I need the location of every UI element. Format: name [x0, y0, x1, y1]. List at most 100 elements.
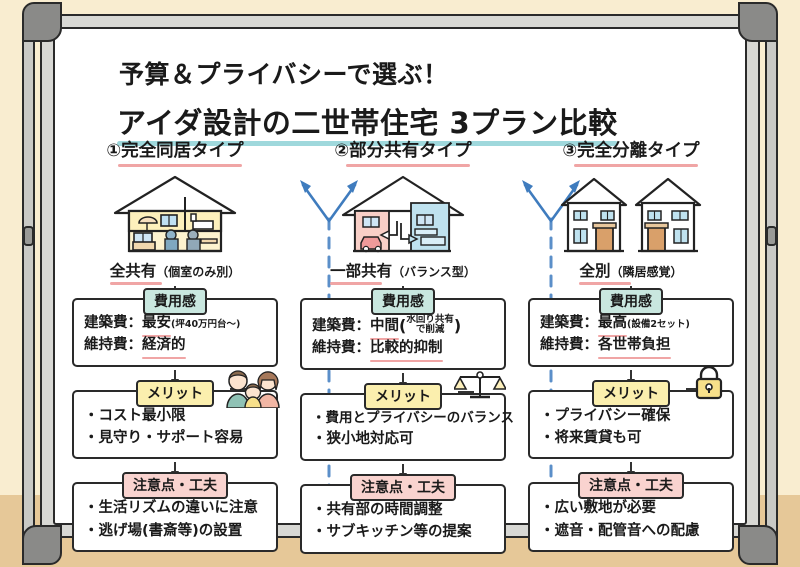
plan-2-merit-item-2: ・狭小地対応可 — [312, 431, 414, 448]
plan-1-heading: ①完全同居タイプ — [106, 137, 244, 167]
plan-1-cost-value-1: 最安 — [142, 313, 171, 337]
frame-corner-top-right — [738, 2, 778, 42]
whiteboard-leg-right — [765, 24, 778, 544]
plan-1-sub-underline — [109, 282, 162, 285]
plan-2-sub-underline — [330, 282, 383, 285]
column-divider-1 — [299, 179, 359, 511]
plan-3-cost-key-1: 建築費： — [540, 315, 598, 331]
plan-2-cost-row-2: 維持費：比較的抑制 — [312, 338, 496, 362]
plan-3-cost-row-2: 維持費：各世帯負担 — [540, 335, 724, 359]
plan-1-cost-value-2: 経済的 — [142, 335, 186, 359]
plan-1-heading-text: 完全同居タイプ — [121, 141, 244, 161]
plan-2-caution-box: 注意点・工夫 ・共有部の時間調整 ・サブキッチン等の提案 — [300, 473, 506, 554]
plan-3-cost-box: 費用感 建築費：最高(設備2セット) 維持費：各世帯負担 — [528, 288, 734, 367]
plan-1-heading-underline — [118, 164, 242, 167]
plan-3-cost-value-1: 最高 — [598, 313, 627, 337]
plan-3-cost-note-1: (設備2セット) — [627, 319, 690, 330]
plan-2-caution-badge: 注意点・工夫 — [350, 473, 456, 501]
plan-1-merit-item-1: ・コスト最小限 — [84, 407, 186, 424]
plan-3-caution-box: 注意点・工夫 ・広い敷地が必要 ・遮音・配管音への配慮 — [528, 472, 734, 553]
plan-3-merit-item-2: ・将来賃貸も可 — [540, 429, 642, 446]
plan-1-cost-badge: 費用感 — [143, 288, 207, 315]
plan-1-caution-item-1: ・生活リズムの違いに注意 — [84, 500, 258, 517]
plan-1-number: ① — [106, 141, 122, 161]
plan-3-caution-item-1: ・広い敷地が必要 — [540, 500, 656, 517]
plan-1-merit-item-2: ・見守り・サポート容易 — [84, 429, 244, 446]
plan-1-cost-box: 費用感 建築費：最安(坪40万円台〜) 維持費：経済的 — [72, 288, 278, 367]
plan-3-sub-underline — [579, 282, 632, 285]
plan-2-merit-item-1: ・費用とプライバシーのバランス — [312, 409, 514, 426]
title-line-1: 予算＆プライバシーで選ぶ！ — [117, 55, 451, 93]
family-icon — [224, 368, 282, 412]
balance-scale-icon — [452, 369, 508, 407]
plan-3-sub-note: （隣居感覚） — [610, 265, 683, 279]
plan-3-caution-badge: 注意点・工夫 — [578, 472, 684, 500]
page-title: 予算＆プライバシーで選ぶ！ アイダ設計の二世帯住宅 3プラン比較 — [117, 55, 697, 146]
plan-2-cost-note-line1: 水回り共有 — [406, 314, 454, 326]
plan-2-heading: ②部分共有タイプ — [334, 137, 472, 167]
plan-2-caution-item-2: ・サブキッチン等の提案 — [312, 524, 472, 541]
plan-2-caution-item-1: ・共有部の時間調整 — [312, 501, 443, 518]
plan-2-merit-box: メリット ・費用とプライバシーのバ — [300, 370, 514, 461]
whiteboard-frame: 予算＆プライバシーで選ぶ！ アイダ設計の二世帯住宅 3プラン比較 — [40, 14, 760, 554]
plan-column-2: ②部分共有タイプ — [289, 137, 517, 554]
plan-1-merit-badge: メリット — [136, 379, 214, 407]
whiteboard-leg-left — [22, 24, 35, 544]
frame-corner-bottom-left — [22, 525, 62, 565]
plan-2-heading-text: 部分共有タイプ — [349, 141, 472, 161]
plan-1-cost-key-1: 建築費： — [84, 315, 142, 331]
plan-3-cost-key-2: 維持費： — [540, 336, 598, 353]
plan-2-cost-badge: 費用感 — [371, 288, 435, 315]
plan-2-sub-note: （バランス型） — [392, 265, 476, 279]
house-full-share-icon — [109, 173, 241, 255]
frame-corner-top-left — [22, 2, 62, 42]
plan-2-cost-value-2: 比較的抑制 — [370, 338, 443, 362]
whiteboard-surface: 予算＆プライバシーで選ぶ！ アイダ設計の二世帯住宅 3プラン比較 — [53, 27, 747, 554]
plan-3-heading-underline — [574, 164, 698, 167]
plan-3-merit-box: メリット ・プライバシー確保 ・将来賃貸も可 — [528, 365, 734, 460]
house-partial-share-icon — [337, 173, 469, 255]
plan-2-number: ② — [334, 141, 350, 161]
title-underline — [117, 141, 618, 146]
plan-2-sub-label: 一部共有（バランス型） — [330, 259, 476, 285]
plan-2-cost-box: 費用感 建築費：中間(水回り共有で削減) 維持費：比較的抑制 — [300, 288, 506, 370]
lock-icon — [692, 364, 726, 404]
plan-3-heading: ③完全分離タイプ — [562, 137, 700, 167]
plan-2-cost-note-1: 水回り共有で削減 — [406, 315, 454, 335]
plan-1-sub-note: （個室のみ別） — [156, 265, 241, 279]
plan-2-cost-value-1: 中間 — [370, 316, 399, 340]
infographic-canvas: 予算＆プライバシーで選ぶ！ アイダ設計の二世帯住宅 3プラン比較 — [55, 29, 751, 554]
title-line-1-text: 予算＆プライバシーで選ぶ！ — [119, 60, 449, 89]
note-paren-open: ( — [399, 316, 407, 335]
plan-2-cost-key-2: 維持費： — [312, 339, 370, 356]
plan-2-cost-key-1: 建築費： — [312, 318, 370, 334]
plan-3-heading-text: 完全分離タイプ — [577, 141, 700, 161]
plan-3-cost-badge: 費用感 — [599, 288, 663, 315]
plan-3-sub-label: 全別（隣居感覚） — [579, 259, 683, 285]
title-line-2: アイダ設計の二世帯住宅 3プラン比較 — [117, 100, 618, 146]
plan-2-sub-main: 一部共有 — [330, 262, 393, 280]
title-line-2-text: アイダ設計の二世帯住宅 3プラン比較 — [117, 106, 618, 140]
badge-dash — [686, 387, 702, 390]
plan-1-cost-note-1: (坪40万円台〜) — [171, 319, 241, 330]
plan-1-merit-box: メリット — [72, 369, 280, 460]
plan-1-caution-item-2: ・逃げ場(書斎等)の設置 — [84, 522, 243, 539]
plan-2-merit-badge: メリット — [364, 382, 442, 410]
note-paren-close: ) — [453, 316, 462, 335]
plan-3-cost-row-1: 建築費：最高(設備2セット) — [540, 313, 724, 337]
badge-dash — [458, 390, 474, 393]
house-separated-icon — [558, 173, 704, 255]
plan-columns: ①完全同居タイプ — [61, 137, 745, 554]
plan-column-1: ①完全同居タイプ — [61, 137, 289, 554]
plan-3-merit-item-1: ・プライバシー確保 — [540, 407, 671, 424]
plan-1-caution-badge: 注意点・工夫 — [122, 472, 228, 500]
plan-1-cost-key-2: 維持費： — [84, 336, 142, 353]
plan-1-sub-label: 全共有（個室のみ別） — [109, 259, 241, 285]
plan-3-sub-main: 全別 — [579, 262, 611, 280]
frame-knob-right — [766, 226, 777, 246]
plan-1-sub-main: 全共有 — [109, 262, 157, 280]
plan-2-cost-row-1: 建築費：中間(水回り共有で削減) — [312, 313, 496, 340]
plan-1-cost-row-2: 維持費：経済的 — [84, 335, 268, 359]
plan-2-heading-underline — [346, 164, 470, 167]
plan-3-caution-item-2: ・遮音・配管音への配慮 — [540, 522, 700, 539]
